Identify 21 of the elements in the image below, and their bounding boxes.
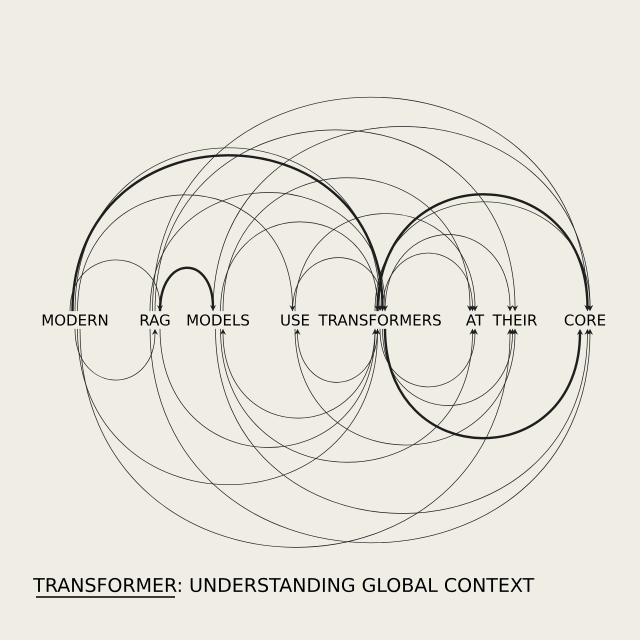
word: MODERN <box>42 314 108 326</box>
arrow <box>292 257 386 312</box>
word: USE <box>281 314 310 326</box>
word: CORE <box>564 314 606 326</box>
arrow <box>150 192 388 312</box>
arrow <box>158 266 216 312</box>
word: MODELS <box>188 314 249 326</box>
word: RAG <box>140 314 170 326</box>
arrow <box>294 213 478 312</box>
arrow <box>294 328 378 383</box>
arrow <box>384 234 514 312</box>
arrow <box>382 252 476 312</box>
arrow <box>77 194 296 312</box>
word: AT <box>466 314 484 326</box>
arrow <box>220 222 381 312</box>
caption: TRANSFORMER: UNDERSTANDING GLOBAL CONTEXT <box>33 578 534 592</box>
word: THEIR <box>492 314 537 326</box>
arrow <box>220 328 376 418</box>
arrow <box>70 260 164 312</box>
arrow <box>222 177 474 312</box>
word: TRANSFORMERS <box>318 314 441 326</box>
